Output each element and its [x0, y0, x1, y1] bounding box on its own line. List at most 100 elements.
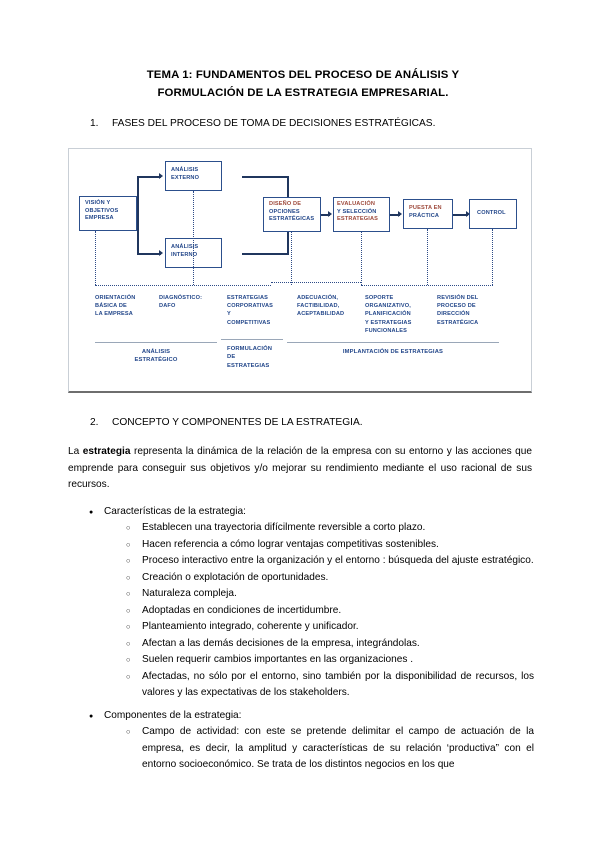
box-diseno-line-3: ESTRATÉGICAS	[269, 216, 315, 223]
list-item: Afectan a las demás decisiones de la emp…	[126, 636, 534, 653]
list-item: Planteamiento integrado, coherente y uni…	[126, 619, 534, 636]
column-revision-proceso: REVISIÓN DEL PROCESO DE DIRECCIÓN ESTRAT…	[437, 294, 503, 327]
phase-implantacion-estrategias: IMPLANTACIÓN DE ESTRATEGIAS	[287, 348, 499, 356]
list-label-componentes: Componentes de la estrategia:	[89, 708, 534, 724]
rule-formulacion	[221, 339, 283, 340]
list-item-text: Establecen una trayectoria difícilmente …	[142, 522, 426, 533]
list-item-text: Proceso interactivo entre la organizació…	[142, 555, 534, 566]
col5-line1: REVISIÓN DEL	[437, 295, 479, 301]
caracteristicas-sublist: Establecen una trayectoria difícilmente …	[126, 520, 534, 702]
list-item: Adoptadas en condiciones de incertidumbr…	[126, 603, 534, 620]
list-item: Creación o explotación de oportunidades.	[126, 570, 534, 587]
box-interno-line-2: INTERNO	[171, 251, 198, 258]
list-item-text: Adoptadas en condiciones de incertidumbr…	[142, 604, 342, 616]
col5-line4: ESTRATÉGICA	[437, 319, 479, 326]
box-puesta-practica: PUESTA EN PRÁCTICA	[403, 199, 453, 229]
page-title: TEMA 1: FUNDAMENTOS DEL PROCESO DE ANÁLI…	[68, 66, 538, 102]
box-diseno-line-2: OPCIONES	[269, 208, 300, 215]
list-label-caracteristicas: Características de la estrategia:	[89, 504, 534, 520]
box-puesta-line-1: PUESTA EN	[409, 205, 442, 211]
box-vision-objetivos: VISIÓN Y OBJETIVOS EMPRESA	[79, 196, 137, 231]
phase1-line2: DE	[227, 354, 236, 361]
col0-line3: LA EMPRESA	[95, 311, 133, 318]
col0-line1: ORIENTACIÓN	[95, 295, 136, 301]
list-item-text: Afectan a las demás decisiones de la emp…	[142, 637, 420, 649]
col4-line5: FUNCIONALES	[365, 327, 408, 334]
box-control: CONTROL	[469, 199, 517, 229]
arrowhead-diseno-evaluacion	[328, 211, 332, 217]
rule-implantacion	[287, 342, 499, 343]
phase-analisis-estrategico: ANÁLISIS ESTRATÉGICO	[101, 348, 211, 365]
dotted-separator-left	[95, 285, 271, 286]
box-externo-line-1: ANÁLISIS	[171, 167, 199, 173]
list-item-text: Creación o explotación de oportunidades.	[142, 571, 329, 583]
para-before-bold: La	[68, 446, 83, 457]
connector-interno-right	[242, 253, 289, 255]
dotted-separator-right	[361, 285, 493, 286]
list-item: Hacen referencia a cómo lograr ventajas …	[126, 537, 534, 554]
connector-interno-up	[287, 228, 289, 254]
connector-to-interno	[137, 253, 161, 255]
connector-diseno-evaluacion	[321, 214, 330, 216]
diagram-canvas: VISIÓN Y OBJETIVOS EMPRESA ANÁLISIS EXTE…	[75, 152, 527, 390]
caracteristicas-label-text: Características de la estrategia:	[104, 506, 246, 517]
col0-line2: BÁSICA DE	[95, 303, 127, 310]
column-diagnostico-dafo: DIAGNÓSTICO: DAFO	[159, 294, 221, 310]
phase0-line2: ESTRATÉGICO	[134, 357, 178, 364]
rule-analisis	[95, 342, 217, 343]
box-evaluacion-seleccion: EVALUACIÓN Y SELECCIÓN ESTRATEGIAS	[333, 197, 390, 232]
box-evaluacion-line-1: EVALUACIÓN	[337, 201, 376, 207]
list-item-text: Naturaleza compleja.	[142, 588, 237, 599]
list-item: Suelen requerir cambios importantes en l…	[126, 652, 534, 669]
box-vision-line-1: VISIÓN Y	[85, 200, 111, 206]
connector-vision-down	[137, 210, 139, 255]
dotted-drop-control	[492, 229, 493, 285]
arrowhead-puesta-control	[466, 211, 470, 217]
col2-line1: ESTRATEGIAS	[227, 295, 269, 301]
box-control-line-1: CONTROL	[477, 210, 506, 216]
col4-line1: SOPORTE	[365, 295, 394, 301]
dotted-drop-vision	[95, 231, 96, 285]
box-analisis-externo: ANÁLISIS EXTERNO	[165, 161, 222, 191]
para-after-bold: representa la dinámica de la relación de…	[68, 446, 532, 491]
dotted-drop-interno	[193, 268, 194, 285]
list-item-text: Suelen requerir cambios importantes en l…	[142, 654, 413, 665]
section-heading-2: 2. CONCEPTO Y COMPONENTES DE LA ESTRATEGI…	[90, 416, 363, 430]
col3-line3: ACEPTABILIDAD	[297, 311, 345, 318]
box-diseno-opciones: DISEÑO DE OPCIONES ESTRATÉGICAS	[263, 197, 321, 232]
col4-line3: PLANIFICACIÓN	[365, 311, 411, 318]
arrowhead-evaluacion-puesta	[398, 211, 402, 217]
box-diseno-line-1: DISEÑO DE	[269, 201, 302, 207]
box-evaluacion-line-2: Y SELECCIÓN	[337, 208, 377, 215]
list-item: Campo de actividad: con este se pretende…	[126, 724, 534, 774]
arrowhead-to-externo	[159, 173, 163, 179]
box-interno-line-1: ANÁLISIS	[171, 244, 199, 250]
col2-line3: Y	[227, 311, 231, 318]
col2-line4: COMPETITIVAS	[227, 319, 271, 326]
componentes-sublist: Campo de actividad: con este se pretende…	[126, 724, 534, 774]
dotted-separator-mid	[271, 282, 361, 283]
col2-line2: CORPORATIVAS	[227, 303, 274, 310]
componentes-label-text: Componentes de la estrategia:	[104, 710, 242, 721]
box-externo-line-2: EXTERNO	[171, 174, 200, 181]
phase0-line1: ANÁLISIS	[141, 349, 171, 355]
para-bold-term: estrategia	[82, 446, 131, 457]
dotted-drop-puesta	[427, 229, 428, 285]
connector-to-externo	[137, 176, 161, 178]
col4-line2: ORGANIZATIVO,	[365, 303, 411, 310]
column-adecuacion-factibilidad: ADECUACIÓN, FACTIBILIDAD, ACEPTABILIDAD	[297, 294, 361, 319]
column-estrategias-corporativas: ESTRATEGIAS CORPORATIVAS Y COMPETITIVAS	[227, 294, 289, 327]
connector-vision-up	[137, 176, 139, 210]
col3-line2: FACTIBILIDAD,	[297, 303, 340, 310]
section-number-2: 2.	[90, 417, 99, 428]
column-orientacion-basica: ORIENTACIÓN BÁSICA DE LA EMPRESA	[95, 294, 157, 319]
list-item: Establecen una trayectoria difícilmente …	[126, 520, 534, 537]
section-title-2: CONCEPTO Y COMPONENTES DE LA ESTRATEGIA.	[112, 417, 363, 428]
intro-paragraph: La estrategia representa la dinámica de …	[68, 444, 532, 494]
list-item-text: Campo de actividad: con este se pretende…	[142, 726, 534, 770]
box-evaluacion-line-3: ESTRATEGIAS	[337, 216, 379, 223]
section-number-1: 1.	[90, 118, 99, 129]
col4-line4: Y ESTRATEGIAS	[365, 319, 412, 326]
connector-puesta-control	[452, 214, 468, 216]
